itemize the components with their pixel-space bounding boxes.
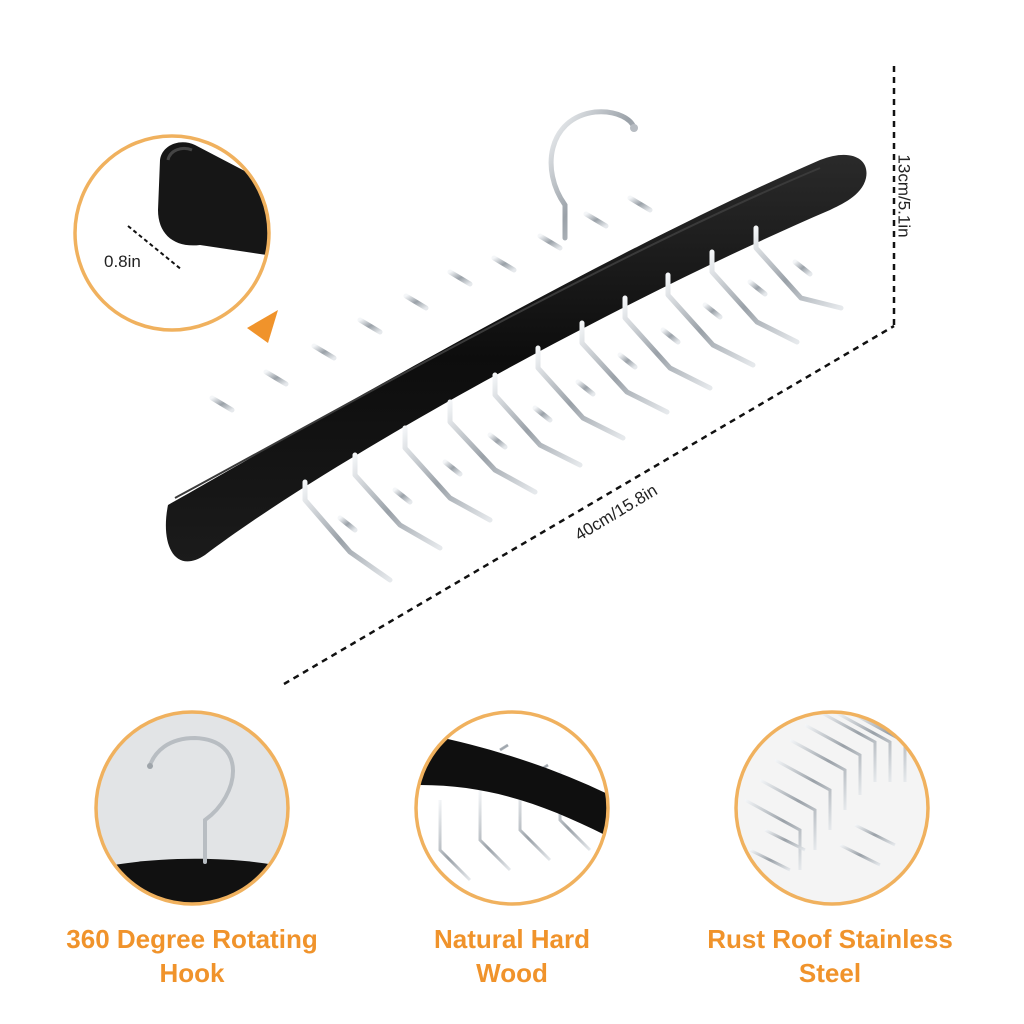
hook-icon	[94, 710, 290, 906]
feature-caption-steel: Rust Roof Stainless Steel	[670, 922, 990, 990]
height-label: 13cm/5.1in	[894, 154, 914, 238]
feature-caption-line2: Hook	[159, 958, 225, 988]
wood-bar	[165, 154, 867, 562]
feature-caption-line1: 360 Degree Rotating	[66, 924, 318, 954]
feature-caption-wood: Natural Hard Wood	[352, 922, 672, 990]
length-dimension-line	[283, 324, 895, 686]
steel-hooks-icon	[734, 710, 930, 906]
feature-caption-line1: Natural Hard	[433, 924, 591, 954]
feature-caption-line1: Rust Roof Stainless	[707, 924, 953, 954]
hanger-hook	[548, 109, 637, 241]
feature-caption-hook: 360 Degree Rotating Hook	[32, 922, 352, 990]
feature-caption-line2: Wood	[476, 958, 548, 988]
thickness-label: 0.8in	[104, 252, 141, 271]
wood-bar-icon	[414, 710, 610, 906]
feature-caption-line2: Steel	[798, 958, 862, 988]
thickness-detail-circle	[73, 134, 271, 332]
steel-hooks	[209, 195, 653, 413]
pointer-arrow-icon	[247, 310, 278, 343]
